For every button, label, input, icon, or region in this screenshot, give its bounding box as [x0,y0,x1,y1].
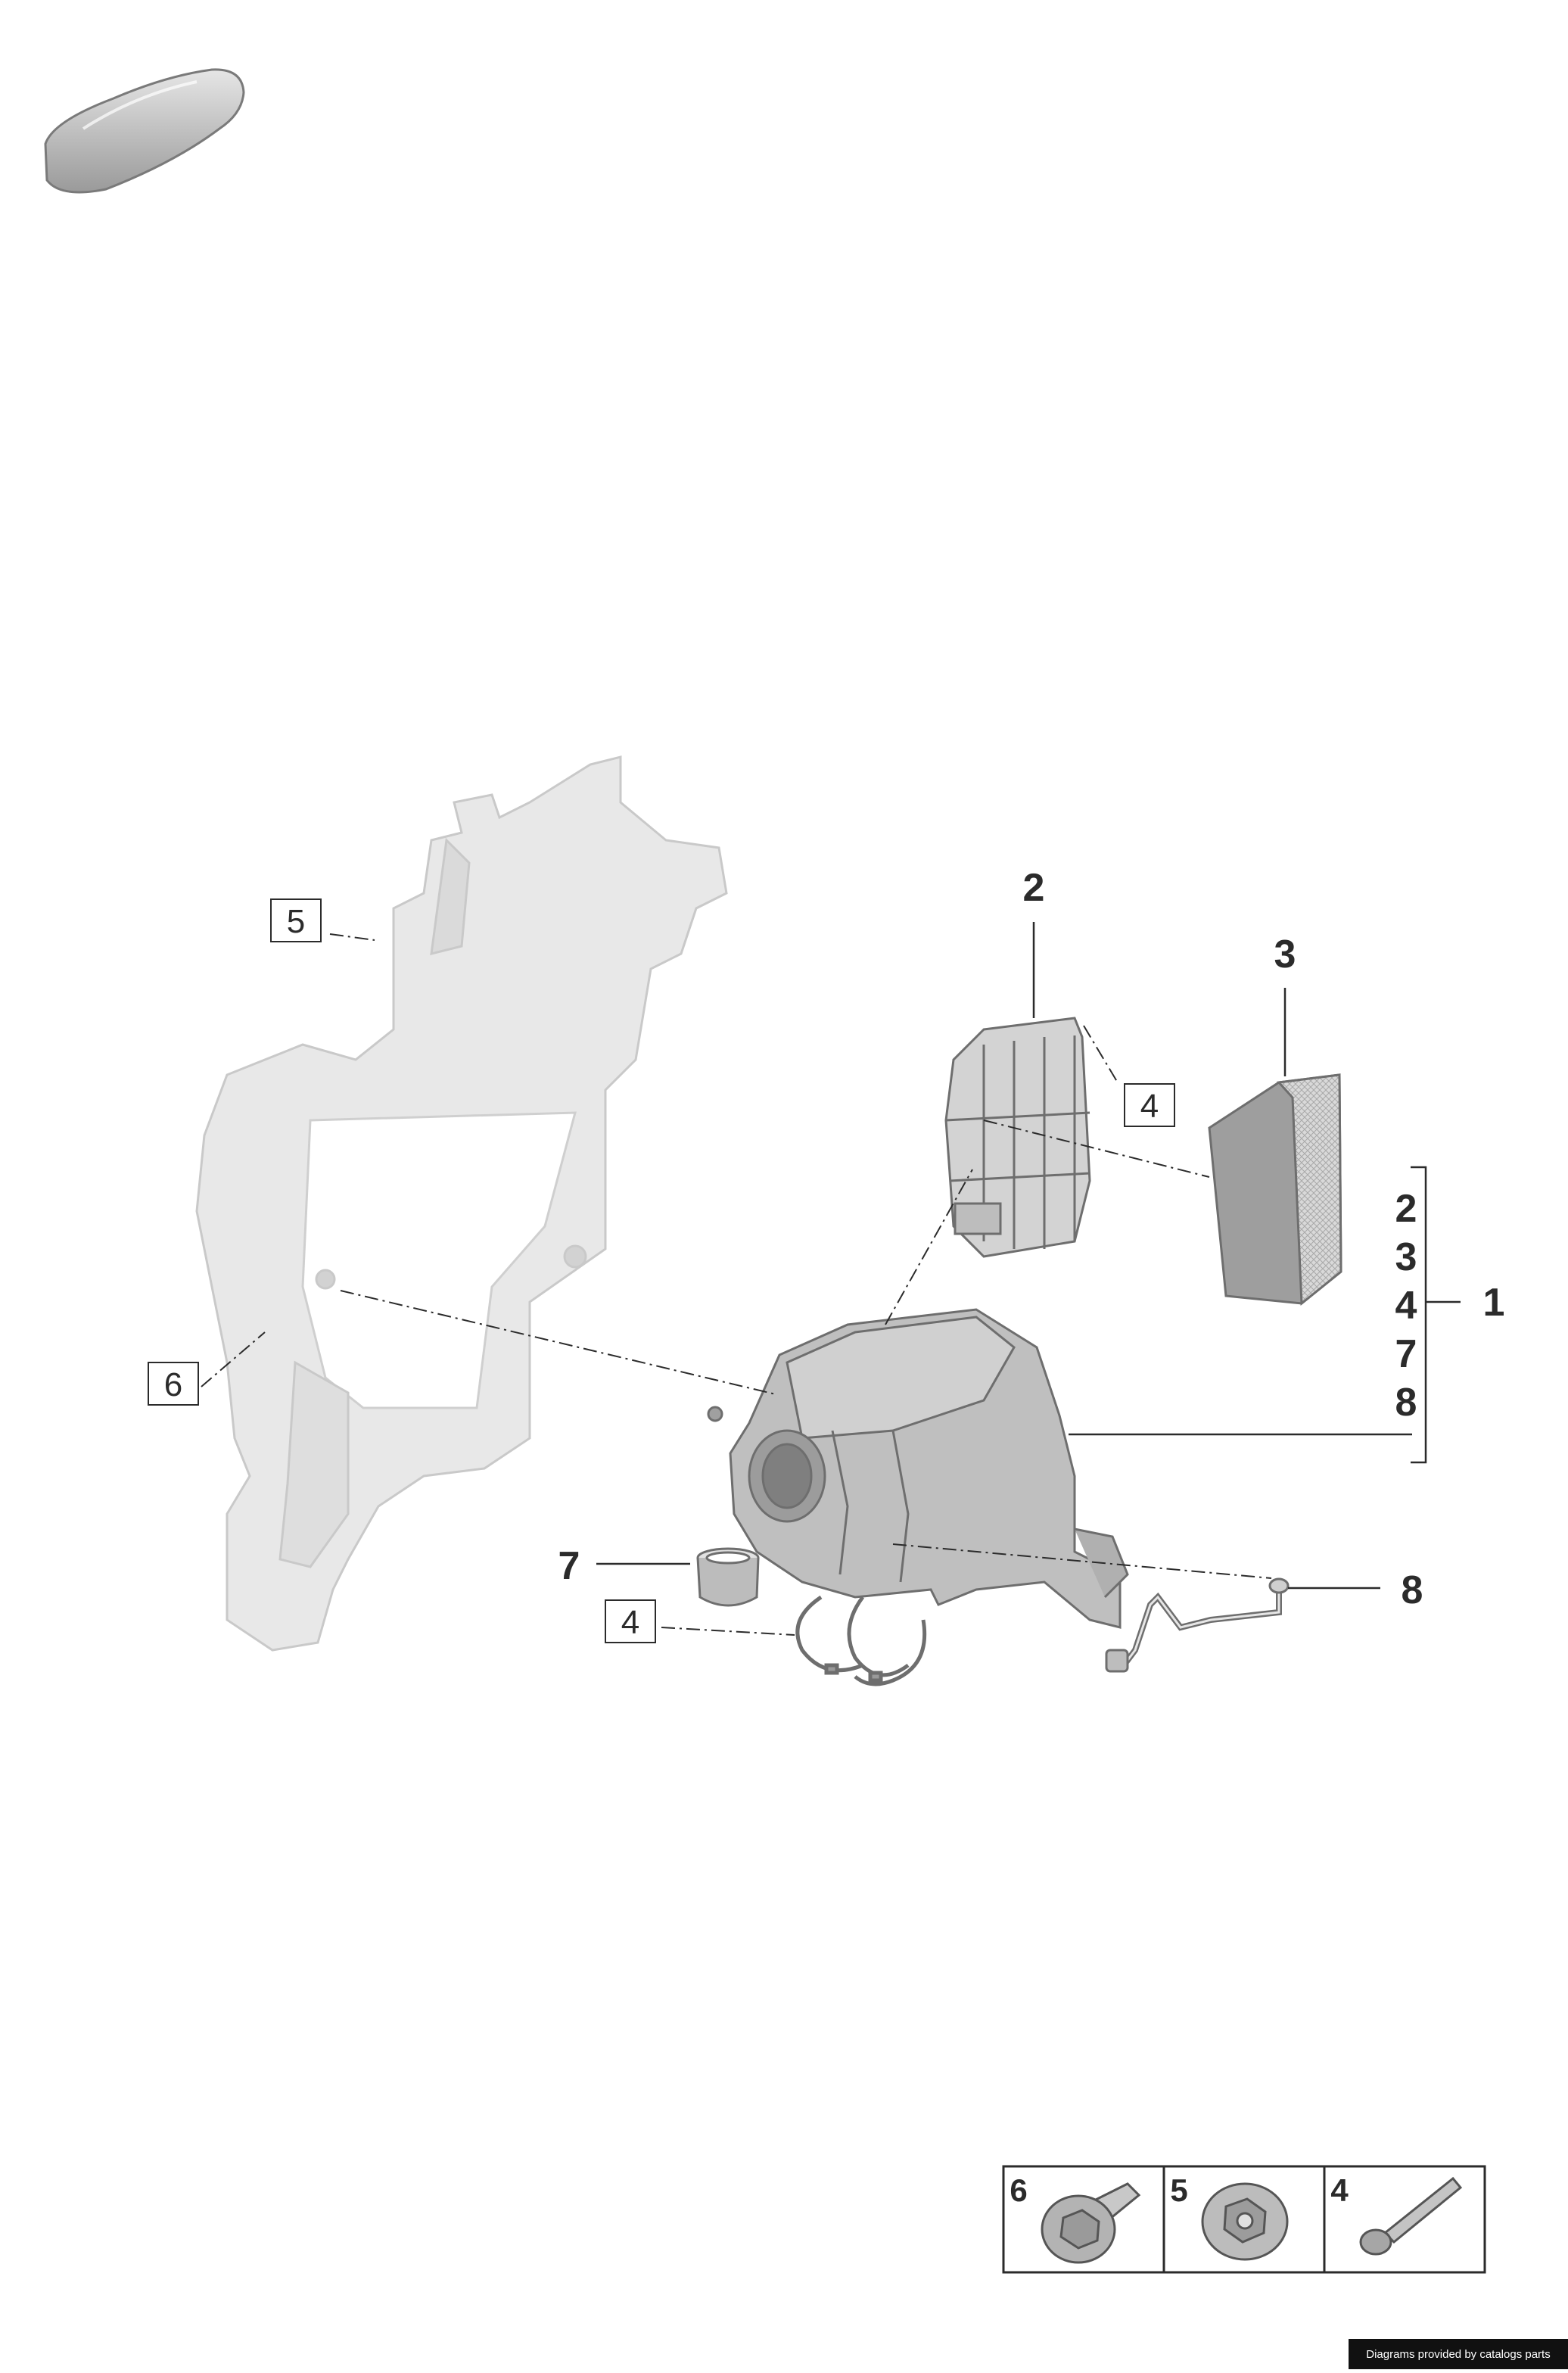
callout-part-3: 3 [1274,933,1296,976]
sealing-ring [696,1547,760,1607]
fastener-legend: 6 5 4 [1002,2165,1486,2274]
filter-holder-bracket [944,1017,1091,1258]
fastener-number: 5 [1170,2172,1187,2208]
callout-box-4-lower: 4 [605,1599,656,1643]
callout-box-5-label: 5 [287,903,305,940]
diagram-credit: Diagrams provided by catalogs parts [1349,2339,1568,2369]
group-item: 8 [1395,1381,1417,1425]
callout-part-2: 2 [1023,866,1045,910]
callout-box-5: 5 [270,898,322,942]
car-thumbnail-icon [44,68,245,194]
assembly-group-list: 2 3 4 7 8 [1395,1187,1417,1425]
flange-bolt-icon [1041,2182,1141,2264]
callout-box-6-label: 6 [164,1366,182,1403]
fastener-cell-4: 4 [1330,2172,1463,2256]
sensor-line [1105,1577,1290,1673]
callout-part-1: 1 [1483,1281,1505,1325]
support-frame [195,755,728,1652]
callout-box-4-upper: 4 [1124,1083,1175,1127]
callout-part-7: 7 [558,1544,580,1588]
air-filter-housing [707,1308,1129,1629]
air-filter-element [1208,1073,1342,1306]
callout-part-8: 8 [1402,1568,1423,1612]
group-item: 2 [1395,1187,1417,1231]
leader-lines [596,922,1461,1590]
hose-clamps [795,1595,927,1686]
fastener-cell-6: 6 [1010,2172,1141,2264]
callout-box-6: 6 [148,1362,199,1406]
flange-nut-icon [1201,2182,1289,2261]
screw-icon [1359,2176,1463,2256]
fastener-cell-5: 5 [1170,2172,1289,2261]
fastener-number: 4 [1330,2172,1349,2208]
fastener-number: 6 [1010,2172,1027,2208]
group-item: 4 [1395,1284,1417,1328]
connection-lines [201,933,1272,1636]
callout-box-4-upper-label: 4 [1140,1088,1159,1125]
group-item: 3 [1395,1235,1417,1279]
group-item: 7 [1395,1332,1417,1376]
callout-box-4-lower-label: 4 [621,1604,639,1641]
